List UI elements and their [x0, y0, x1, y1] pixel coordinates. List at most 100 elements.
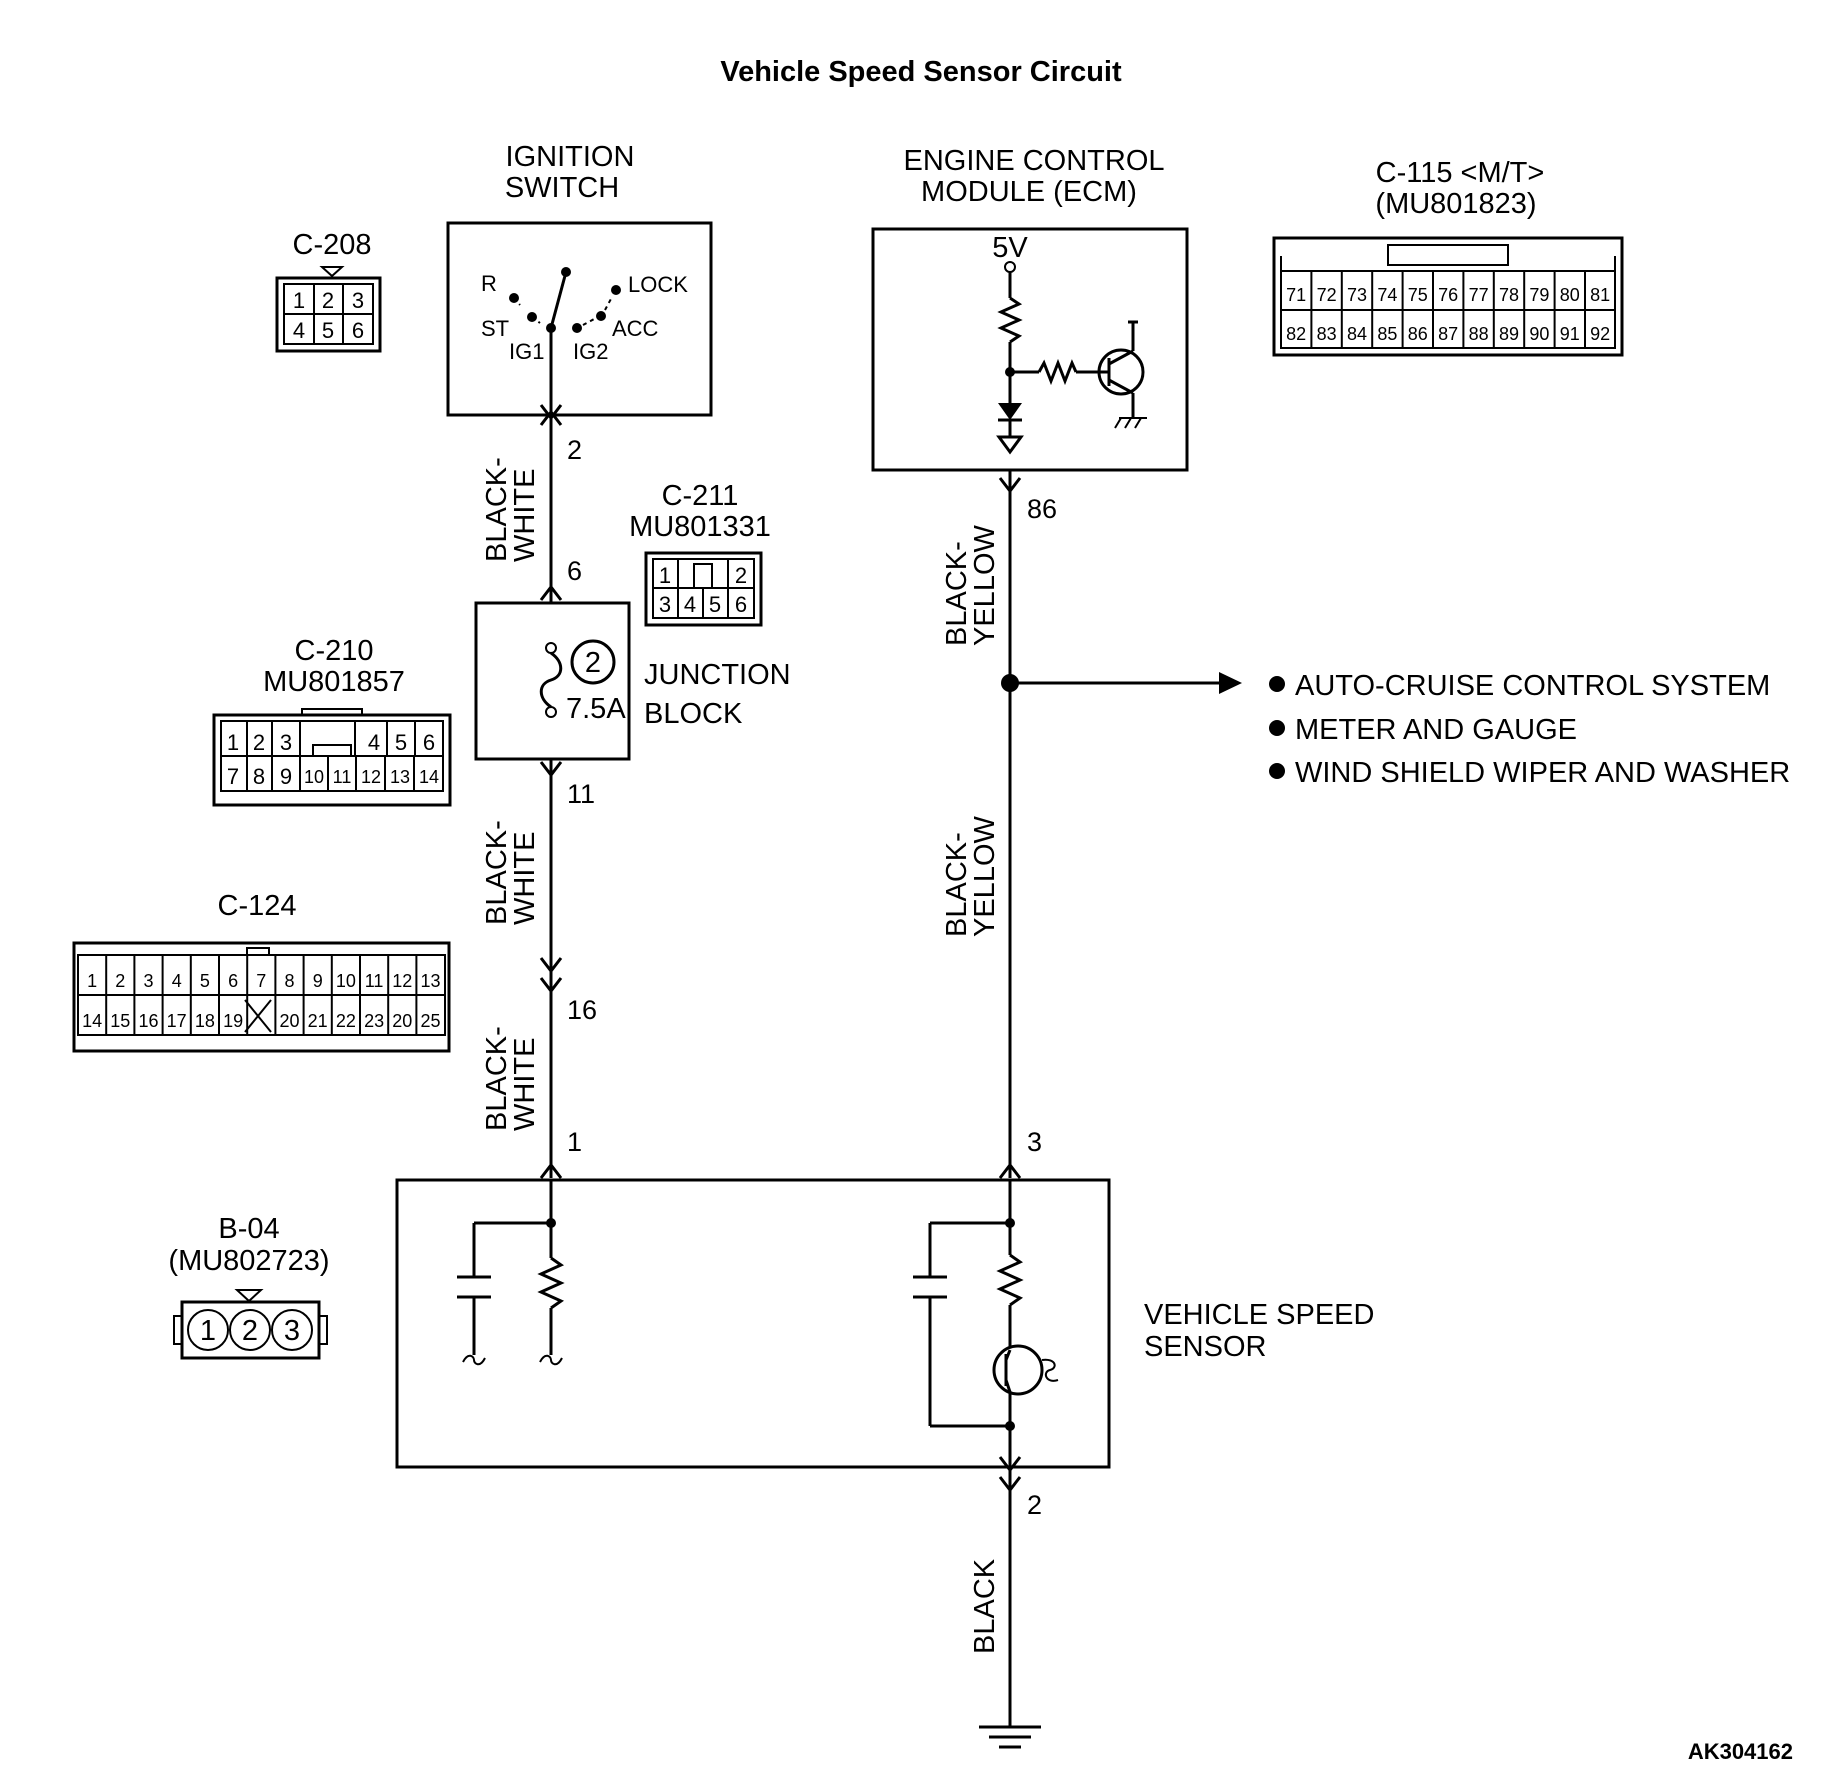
vehicle-speed-sensor: VEHICLE SPEED SENSOR [395, 1178, 1374, 1469]
pin-label: 15 [110, 1011, 130, 1031]
ignition-switch-box [446, 221, 713, 417]
wire-label-2: BLACK- [481, 820, 513, 925]
svg-text:5: 5 [322, 318, 334, 343]
pin-label: 16 [138, 1011, 158, 1031]
switch-pos-ig2: IG2 [573, 339, 608, 364]
pin-label: 86 [1408, 324, 1428, 344]
pin-label: 85 [1377, 324, 1397, 344]
svg-text:5: 5 [709, 592, 721, 617]
svg-text:6: 6 [352, 318, 364, 343]
junction-block-box [474, 601, 631, 761]
svg-text:7: 7 [227, 764, 239, 789]
c210-id-2: MU801857 [263, 666, 405, 698]
svg-text:3: 3 [352, 288, 364, 313]
pin-label: 9 [313, 971, 323, 991]
ground-wire: 2 BLACK [969, 1456, 1042, 1749]
svg-text:12: 12 [361, 767, 381, 787]
pin-c124: 16 [567, 995, 597, 1025]
pin-label: 83 [1317, 324, 1337, 344]
pin-label: 72 [1317, 285, 1337, 305]
c124-id: C-124 [218, 890, 297, 922]
junction-block-name-2: BLOCK [644, 698, 743, 730]
c208-id: C-208 [293, 229, 372, 261]
svg-text:9: 9 [280, 764, 292, 789]
connector-c208: C-208 1 2 3 4 5 6 [275, 229, 382, 353]
wire-label-1b: WHITE [509, 469, 541, 562]
pin-label: 4 [172, 971, 182, 991]
pin-label: 13 [420, 971, 440, 991]
pin-label: 10 [336, 971, 356, 991]
svg-text:2: 2 [242, 1315, 258, 1347]
wire-label-3: BLACK- [481, 1026, 513, 1131]
pin-label: 12 [392, 971, 412, 991]
svg-text:2: 2 [322, 288, 334, 313]
ignition-switch-name-1: IGNITION [506, 141, 635, 173]
ecm-name-2: MODULE (ECM) [921, 176, 1137, 208]
pin-label: 22 [336, 1011, 356, 1031]
pin-label: 18 [195, 1011, 215, 1031]
pin-label: 76 [1438, 285, 1458, 305]
pin-label: 81 [1590, 285, 1610, 305]
ecm: ENGINE CONTROL MODULE (ECM) 5V [871, 145, 1189, 472]
svg-text:8: 8 [253, 764, 265, 789]
pin-label: 23 [364, 1011, 384, 1031]
pin-ign-out: 2 [567, 435, 582, 465]
pin-vss-signal: 3 [1027, 1127, 1042, 1157]
pin-label: 2 [115, 971, 125, 991]
pin-label: 5 [200, 971, 210, 991]
branch-system-list: AUTO-CRUISE CONTROL SYSTEM METER AND GAU… [1269, 670, 1790, 789]
svg-text:10: 10 [304, 767, 324, 787]
wire-label-2b: WHITE [509, 832, 541, 925]
wire-label-5: BLACK- [941, 832, 973, 937]
pin-label: 20 [279, 1011, 299, 1031]
svg-text:1: 1 [659, 563, 671, 588]
pin-label: 20 [392, 1011, 412, 1031]
svg-text:1: 1 [200, 1315, 216, 1347]
pin-label: 75 [1408, 285, 1428, 305]
fuse-number: 2 [585, 647, 601, 679]
pin-vss-ground: 2 [1027, 1490, 1042, 1520]
svg-text:1: 1 [227, 730, 239, 755]
svg-text:6: 6 [423, 730, 435, 755]
pin-label: 84 [1347, 324, 1367, 344]
pin-label: 7 [256, 971, 266, 991]
ignition-switch-name-2: SWITCH [505, 172, 619, 204]
c115-id-1: C-115 <M/T> [1376, 157, 1545, 189]
wire-label-3b: WHITE [509, 1038, 541, 1131]
pin-label: 88 [1469, 324, 1489, 344]
pin-label: 77 [1469, 285, 1489, 305]
vss-name-1: VEHICLE SPEED [1144, 1299, 1374, 1331]
pin-label: 14 [82, 1011, 102, 1031]
pin-label: 25 [420, 1011, 440, 1031]
junction-block-name-1: JUNCTION [644, 659, 791, 691]
wire-label-1: BLACK- [481, 457, 513, 562]
pin-label: 21 [308, 1011, 328, 1031]
svg-text:4: 4 [293, 318, 305, 343]
svg-text:3: 3 [284, 1315, 300, 1347]
junction-block: 2 7.5A JUNCTION BLOCK [474, 601, 791, 761]
pin-label: 78 [1499, 285, 1519, 305]
svg-text:6: 6 [735, 592, 747, 617]
vss-name-2: SENSOR [1144, 1331, 1266, 1363]
ecm-supply: 5V [992, 232, 1028, 264]
pin-jb-out: 11 [567, 779, 595, 809]
switch-pos-lock: LOCK [628, 272, 688, 297]
connector-b04: B-04 (MU802723) 1 2 3 [168, 1213, 330, 1360]
diagram-title: Vehicle Speed Sensor Circuit [720, 56, 1122, 88]
b04-id-1: B-04 [218, 1213, 279, 1245]
c211-id-2: MU801331 [629, 511, 771, 543]
pin-label: 19 [223, 1011, 243, 1031]
vss-box [395, 1178, 1111, 1469]
svg-text:3: 3 [280, 730, 292, 755]
pin-label: 71 [1286, 285, 1306, 305]
pin-label: 87 [1438, 324, 1458, 344]
power-wire: 2 6 11 16 1 BLACK- WHITE BLACK- WHITE BL… [481, 404, 597, 1179]
switch-pos-ig1: IG1 [509, 339, 544, 364]
switch-pos-r: R [481, 271, 497, 296]
svg-text:2: 2 [253, 730, 265, 755]
svg-text:1: 1 [293, 288, 305, 313]
branch-arrow [1219, 672, 1242, 694]
svg-text:4: 4 [684, 592, 696, 617]
